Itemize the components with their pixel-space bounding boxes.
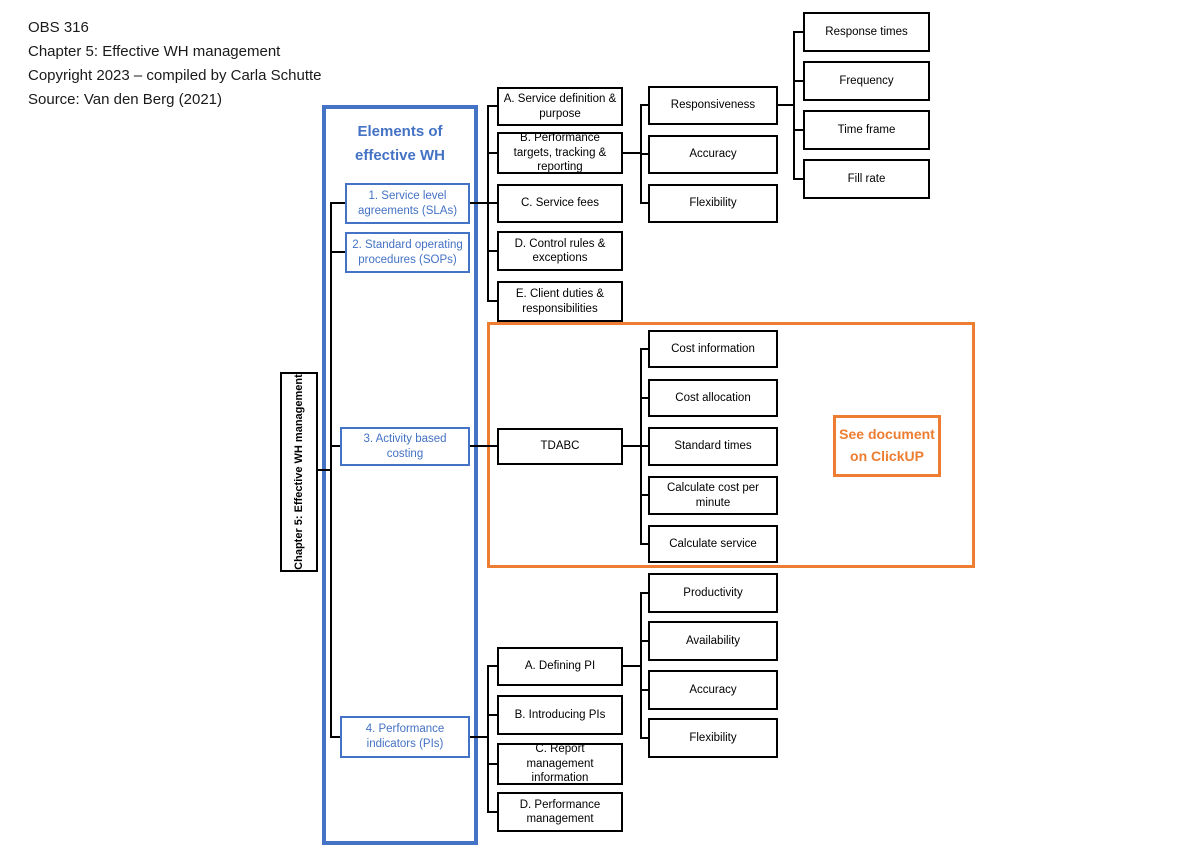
node-accuracy: Accuracy (648, 135, 778, 174)
node-responsiveness: Responsiveness (648, 86, 778, 125)
elements-panel (322, 105, 478, 845)
connector-resp-spine (793, 31, 795, 180)
connector-tdabc-stub-1 (640, 348, 648, 350)
connector-dpi-stub-2 (640, 640, 648, 642)
connector-stub-item3 (330, 445, 340, 447)
connector-tdabc-out (623, 445, 640, 447)
connector-definingpi-out (623, 665, 640, 667)
connector-item3-tdabc (470, 445, 497, 447)
node-response-times: Response times (803, 12, 930, 52)
connector-resp-stub-4 (793, 178, 803, 180)
connector-dpi-stub-1 (640, 592, 648, 594)
node-standard-times: Standard times (648, 427, 778, 466)
node-introducing-pis: B. Introducing PIs (497, 695, 623, 735)
node-time-frame: Time frame (803, 110, 930, 150)
connector-stub-item1 (330, 202, 345, 204)
node-availability: Availability (648, 621, 778, 661)
connector-pi-stub-d (487, 811, 497, 813)
connector-tdabc-stub-5 (640, 543, 648, 545)
header-line-course: OBS 316 (28, 19, 89, 36)
connector-stub-item4 (330, 736, 340, 738)
connector-dim-stub-1 (640, 104, 648, 106)
item-standard-operating-procedures: 2. Standard operating procedures (SOPs) (345, 232, 470, 273)
connector-root-spine (318, 469, 330, 471)
connector-dim-stub-2 (640, 153, 648, 155)
node-defining-pi: A. Defining PI (497, 647, 623, 686)
connector-pi-stub-b (487, 714, 497, 716)
connector-dpi-stub-3 (640, 689, 648, 691)
node-report-management-information: C. Report management information (497, 743, 623, 785)
node-cost-information: Cost information (648, 330, 778, 368)
item-activity-based-costing: 3. Activity based costing (340, 427, 470, 466)
connector-sla-stub-b (487, 152, 497, 154)
root-node-label: Chapter 5: Effective WH management (293, 374, 305, 570)
connector-pi-stub-a (487, 665, 497, 667)
clickup-note: See document on ClickUP (833, 415, 941, 477)
node-service-definition-purpose: A. Service definition & purpose (497, 87, 623, 126)
connector-responsiveness-out (778, 104, 793, 106)
connector-dpi-spine (640, 592, 642, 739)
root-node-chapter5: Chapter 5: Effective WH management (280, 372, 318, 572)
connector-sla-stub-c (487, 202, 497, 204)
node-performance-management: D. Performance management (497, 792, 623, 832)
node-flexibility: Flexibility (648, 184, 778, 223)
item-performance-indicators: 4. Performance indicators (PIs) (340, 716, 470, 758)
header-line-copyright: Copyright 2023 – compiled by Carla Schut… (28, 67, 322, 84)
connector-dim-stub-3 (640, 202, 648, 204)
connector-resp-stub-3 (793, 129, 803, 131)
connector-sla-stub-d (487, 250, 497, 252)
node-performance-targets-tracking: B. Performance targets, tracking & repor… (497, 132, 623, 174)
node-calculate-cost-per-minute: Calculate cost per minute (648, 476, 778, 515)
connector-b-dimensions (623, 152, 640, 154)
header-line-chapter: Chapter 5: Effective WH management (28, 43, 281, 60)
connector-item4-pi (470, 736, 487, 738)
connector-tdabc-stub-2 (640, 397, 648, 399)
connector-tdabc-stub-3 (640, 445, 648, 447)
connector-resp-stub-2 (793, 80, 803, 82)
header-line-source: Source: Van den Berg (2021) (28, 91, 223, 108)
connector-dpi-stub-4 (640, 737, 648, 739)
connector-sla-stub-a (487, 105, 497, 107)
item-service-level-agreements: 1. Service level agreements (SLAs) (345, 183, 470, 224)
elements-panel-title: Elements of effective WH (354, 123, 446, 164)
node-tdabc: TDABC (497, 428, 623, 465)
node-accuracy-pi: Accuracy (648, 670, 778, 710)
node-flexibility-pi: Flexibility (648, 718, 778, 758)
node-client-duties-responsibilities: E. Client duties & responsibilities (497, 281, 623, 322)
node-service-fees: C. Service fees (497, 184, 623, 223)
connector-stub-item2 (330, 251, 345, 253)
node-cost-allocation: Cost allocation (648, 379, 778, 417)
node-control-rules-exceptions: D. Control rules & exceptions (497, 231, 623, 271)
node-fill-rate: Fill rate (803, 159, 930, 199)
connector-tdabc-stub-4 (640, 494, 648, 496)
header-block: OBS 316 Chapter 5: Effective WH manageme… (28, 16, 322, 112)
node-calculate-service: Calculate service (648, 525, 778, 563)
node-frequency: Frequency (803, 61, 930, 101)
connector-pi-stub-c (487, 763, 497, 765)
connector-main-spine (330, 202, 332, 738)
connector-sla-stub-e (487, 300, 497, 302)
node-productivity: Productivity (648, 573, 778, 613)
connector-resp-stub-1 (793, 31, 803, 33)
connector-item1-sla (470, 202, 487, 204)
connector-pi-spine (487, 665, 489, 813)
